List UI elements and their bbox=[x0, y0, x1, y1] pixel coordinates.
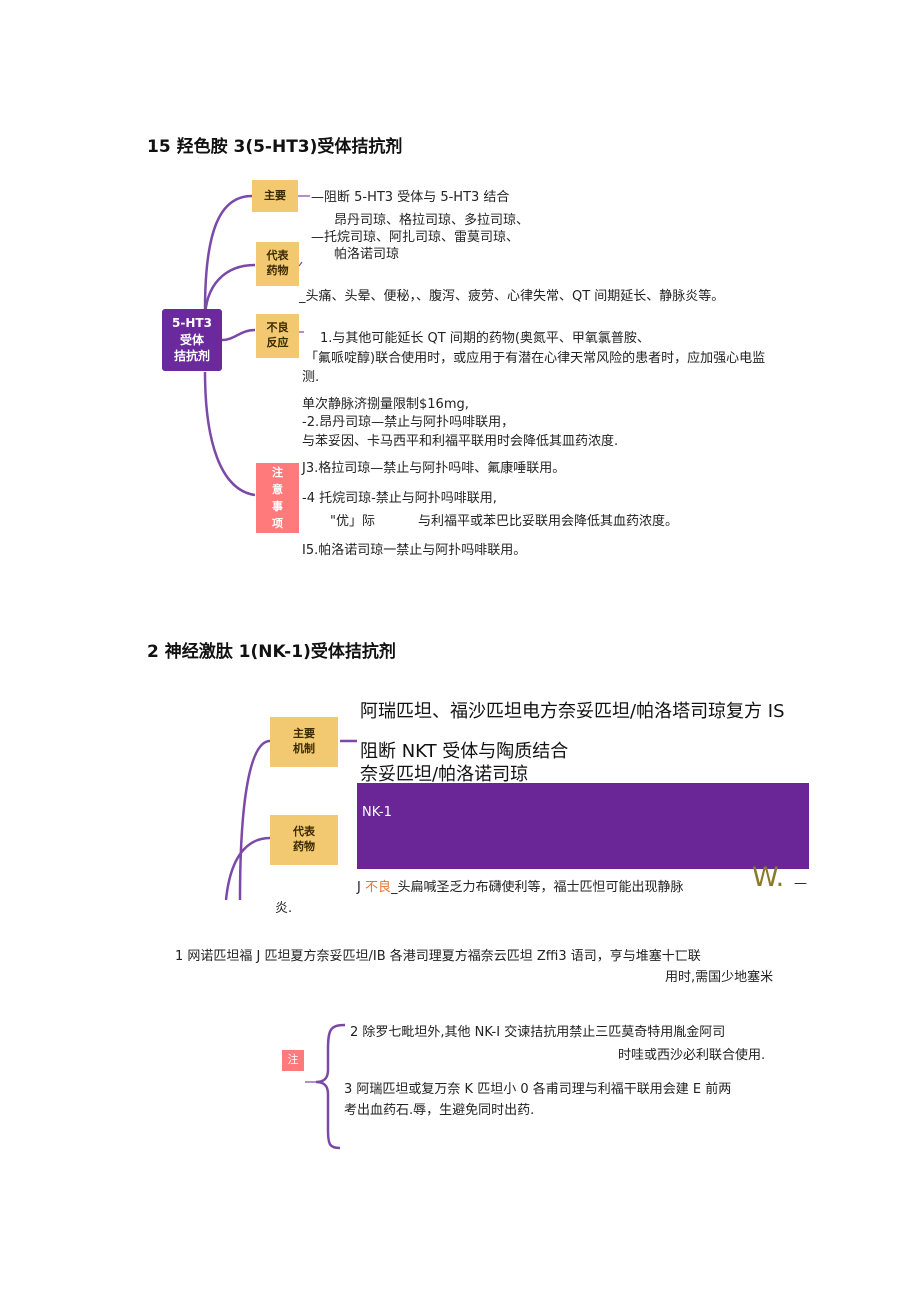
s1-note-line-7: J3.格拉司琼—禁止与阿扑吗啡、氟康唾联用。 bbox=[302, 461, 566, 476]
nk1-bar-label: NK-1 bbox=[362, 805, 392, 820]
s1-note-line-1: 1.与其他可能延长 QT 间期的药物(奥氮平、甲氧氯普胺、 bbox=[320, 331, 650, 346]
tag-notes-1: 注 bbox=[272, 465, 283, 479]
tag-drugs: 代表 药物 bbox=[256, 242, 299, 286]
s2-note2-line-b: 时哇或西沙必利联合使用. bbox=[618, 1048, 766, 1063]
s1-mechanism-text: —阻断 5-HT3 受体与 5-HT3 结合 bbox=[311, 190, 510, 205]
s2-mechanism-big: 阻断 NKT 受体与陶质结合 bbox=[360, 741, 569, 762]
s1-drug-line-3: 帕洛诺司琼 bbox=[334, 247, 400, 262]
s1-note-line-9: "优」际 bbox=[330, 514, 375, 529]
tag-mechanism: 主要 bbox=[252, 180, 298, 212]
tag-drugs-line-1: 代表 bbox=[266, 249, 289, 263]
tag2-notes: 注 bbox=[282, 1050, 304, 1071]
tag-drugs-line-2: 药物 bbox=[266, 264, 289, 277]
s2-note2-line-a: 2 除罗七毗坦外,其他 NK-I 交谏拮抗用禁止三匹莫奇特用胤金阿司 bbox=[350, 1025, 726, 1040]
s1-note-line-3: 测. bbox=[302, 370, 320, 385]
s2-note3-line-a: 3 阿瑞匹坦或复万奈 K 匹坦小 0 各甫司理与利福干联用会建 E 前两 bbox=[344, 1082, 732, 1097]
s1-note-line-6: 与苯妥因、卡马西平和利福平联用时会降低其皿药浓度. bbox=[302, 434, 619, 449]
nk1-bar: NK-1 bbox=[357, 783, 809, 869]
tag-notes: 注 意 事 项 bbox=[256, 463, 299, 533]
s2-note3-line-b: 考出血药石.辱，生避免同时出药. bbox=[344, 1103, 535, 1118]
tag2-mechanism-line-1: 主要 bbox=[293, 727, 315, 741]
tag2-mechanism-line-2: 机制 bbox=[293, 742, 315, 755]
s2-adverse-prefix: J bbox=[357, 880, 361, 895]
tag2-drugs-line-2: 药物 bbox=[293, 840, 315, 853]
s1-note-line-8: -4 托烷司琼-禁止与阿扑吗啡联用, bbox=[302, 491, 497, 506]
tag-notes-2: 意 bbox=[272, 482, 283, 496]
s1-note-line-10: 与利福平或苯巴比妥联用会降低其血药浓度。 bbox=[418, 514, 679, 529]
tag-notes-3: 事 bbox=[272, 500, 283, 513]
section2-title: 2 神经激肽 1(NK-1)受体拮抗剂 bbox=[147, 642, 396, 662]
s2-adverse-dash: — bbox=[794, 876, 807, 891]
s2-adverse-text: _头扁喊圣乏力布礴使利等，福士匹怛可能出现静脉 bbox=[391, 880, 684, 895]
s1-drug-line-2: —托烷司琼、阿扎司琼、雷莫司琼、 bbox=[311, 230, 520, 245]
s2-adverse-label: 不良 bbox=[364, 880, 391, 895]
tag2-notes-label: 注 bbox=[287, 1053, 299, 1067]
s1-drug-line-1: 昂丹司琼、格拉司琼、多拉司琼、 bbox=[334, 213, 530, 228]
s1-note-line-4: 单次静脉济捌量限制$16mg, bbox=[302, 397, 469, 412]
s2-note1-line-b: 用时,需国少地塞米 bbox=[665, 970, 774, 985]
tag-adverse: 不良 反应 bbox=[256, 314, 299, 358]
center-line-2: 受体 bbox=[179, 332, 204, 347]
tag-notes-4: 项 bbox=[272, 517, 283, 531]
section1-title: 15 羟色胺 3(5-HT3)受体拮抗剂 bbox=[147, 137, 403, 157]
center-line-3: 拮抗剂 bbox=[173, 349, 210, 364]
s1-note-line-2: 「氟哌啶醇)联合使用时，或应用于有潜在心律天常风险的患者时，应加强心电监 bbox=[305, 351, 766, 366]
s2-note1-line-a: 1 网诺匹坦福 J 匹坦夏方奈妥匹坦/IB 各港司理夏方福奈云匹坦 Zffi3 … bbox=[175, 949, 701, 964]
center-line-1: 5-HT3 bbox=[172, 315, 212, 330]
s2-combo-big: 奈妥匹坦/帕洛诺司琼 bbox=[360, 764, 529, 785]
tag-mechanism-label: 主要 bbox=[264, 188, 286, 202]
tag-adverse-line-1: 不良 bbox=[266, 321, 289, 335]
s1-adverse-text: _头痛、头晕、便秘，、腹泻、疲劳、心律失常、QT 间期延长、静脉炎等。 bbox=[299, 289, 725, 304]
s2-adverse-tail: W. bbox=[752, 862, 785, 893]
center-node-5ht3: 5-HT3 受体 拮抗剂 bbox=[162, 309, 222, 371]
s2-adverse-line: J 不良_头扁喊圣乏力布礴使利等，福士匹怛可能出现静脉 bbox=[357, 876, 684, 895]
s2-adverse-cont: 炎. bbox=[275, 901, 293, 916]
s2-drugs-big: 阿瑞匹坦、福沙匹坦电方奈妥匹坦/帕洛塔司琼复方 IS bbox=[360, 701, 785, 722]
s1-note-line-11: I5.帕洛诺司琼一禁止与阿扑吗啡联用。 bbox=[302, 543, 527, 558]
tag-adverse-line-2: 反应 bbox=[266, 336, 289, 349]
tag2-drugs-line-1: 代表 bbox=[293, 825, 315, 839]
tag2-mechanism: 主要 机制 bbox=[270, 717, 338, 767]
tag2-drugs: 代表 药物 bbox=[270, 815, 338, 865]
s1-note-line-5: -2.昂丹司琼—禁止与阿扑吗啡联用， bbox=[302, 415, 515, 430]
